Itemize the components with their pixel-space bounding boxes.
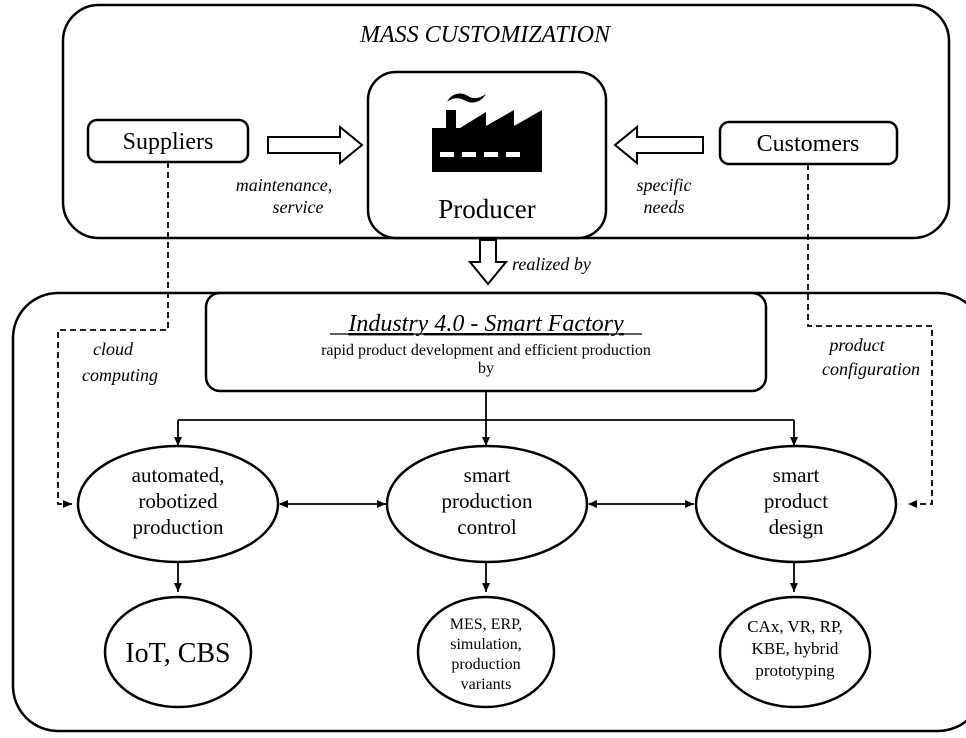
producer-label: Producer	[438, 194, 535, 224]
control-label-2: production	[442, 489, 533, 513]
cloud-label-2: computing	[82, 365, 158, 385]
cloud-label-1: cloud	[93, 339, 134, 359]
smart-production-control-node	[385, 444, 589, 564]
mes-label-2: simulation,	[450, 636, 522, 653]
automated-label-3: production	[133, 515, 224, 539]
cax-label-3: prototyping	[755, 661, 835, 680]
cax-vr-node	[718, 595, 872, 709]
mes-label-1: MES, ERP,	[450, 616, 522, 633]
suppliers-to-producer-arrow	[267, 124, 364, 166]
maintenance-label-1: maintenance,	[236, 175, 332, 195]
design-label-3: design	[769, 515, 824, 539]
customers-label: Customers	[757, 131, 860, 157]
iot-cbs-node	[103, 595, 253, 709]
customers-to-producer-arrow	[613, 124, 704, 166]
mes-label-3: production	[451, 656, 520, 673]
design-label-1: smart	[773, 463, 820, 487]
cax-label-2: KBE, hybrid	[752, 639, 839, 658]
maintenance-label-2: service	[273, 197, 324, 217]
automated-label-1: automated,	[132, 463, 225, 487]
realized-by-label: realized by	[512, 254, 591, 274]
iot-cbs-label: IoT, CBS	[125, 638, 230, 669]
product-configuration-connector	[807, 164, 933, 508]
specific-needs-label-1: specific	[637, 175, 692, 195]
specific-needs-label-2: needs	[644, 197, 685, 217]
config-label-2: configuration	[822, 359, 920, 379]
industry-4-title: Industry 4.0 - Smart Factory	[347, 311, 624, 337]
design-label-2: product	[764, 489, 828, 513]
smart-product-design-node	[694, 444, 898, 564]
tree-connectors	[174, 391, 798, 592]
automated-production-node	[76, 444, 280, 564]
industry-4-sub-2: by	[478, 360, 494, 377]
config-label-1: product	[827, 335, 885, 355]
cax-label-1: CAx, VR, RP,	[747, 617, 843, 636]
mass-customization-title: MASS CUSTOMIZATION	[359, 22, 612, 48]
cloud-computing-connector	[57, 162, 169, 508]
control-label-3: control	[457, 515, 517, 539]
mes-erp-node	[416, 595, 556, 709]
realized-by-arrow	[467, 239, 509, 286]
suppliers-label: Suppliers	[123, 129, 214, 155]
automated-label-2: robotized	[138, 489, 218, 513]
factory-icon	[432, 93, 542, 172]
industry-4-sub-1: rapid product development and efficient …	[321, 342, 651, 359]
control-label-1: smart	[464, 463, 511, 487]
mes-label-4: variants	[461, 676, 512, 693]
